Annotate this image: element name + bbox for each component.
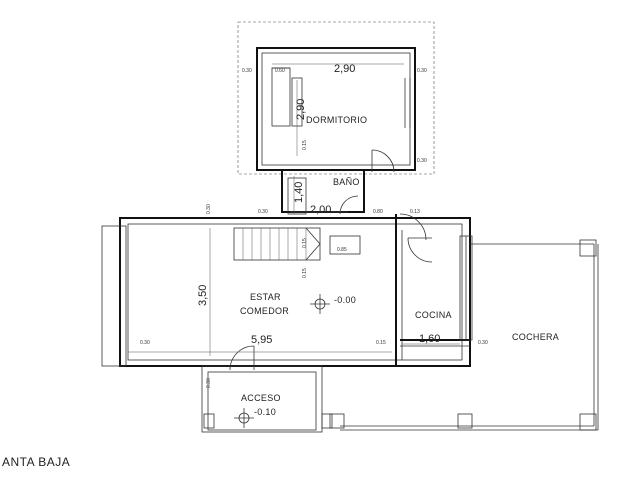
dimension-bano-width: 2,00 bbox=[310, 204, 331, 216]
room-label-acceso: ACCESO bbox=[241, 393, 281, 403]
thickness-label: 0.85 bbox=[337, 247, 347, 253]
room-label-bano: BAÑO bbox=[333, 177, 360, 187]
thickness-label: 0.30 bbox=[242, 68, 252, 74]
dimension-bano-depth: 1,40 bbox=[293, 182, 305, 203]
room-label-cochera: COCHERA bbox=[512, 332, 559, 342]
thickness-label: 0.13 bbox=[410, 209, 420, 215]
thickness-label: 0.15 bbox=[302, 268, 308, 278]
thickness-label: 0.30 bbox=[417, 158, 427, 164]
door-swings bbox=[229, 213, 433, 371]
room-label-estar: ESTAR bbox=[250, 292, 281, 302]
room-label-dormitorio: DORMITORIO bbox=[306, 115, 367, 125]
dimension-estar-width: 5,95 bbox=[251, 334, 272, 346]
level-text-main: -0.00 bbox=[334, 295, 356, 305]
room-label-cocina: COCINA bbox=[415, 310, 452, 320]
thickness-label: 0.30 bbox=[417, 68, 427, 74]
thickness-label: 0.30 bbox=[258, 209, 268, 215]
thickness-label: 0.30 bbox=[140, 340, 150, 346]
acceso-area bbox=[201, 365, 333, 433]
dimension-dorm-width: 2,90 bbox=[334, 63, 355, 75]
thickness-label: 0.30 bbox=[206, 378, 212, 388]
level-text-acceso: -0.10 bbox=[254, 407, 276, 417]
dimension-lines bbox=[128, 63, 460, 356]
dimension-dorm-depth: 2,90 bbox=[295, 99, 307, 120]
thickness-label: 0.15 bbox=[302, 140, 308, 150]
cochera-area bbox=[329, 239, 599, 431]
thickness-label: 0.80 bbox=[373, 209, 383, 215]
thickness-label: 0.60 bbox=[275, 68, 285, 74]
thickness-label: 0.30 bbox=[478, 340, 488, 346]
dimension-estar-height: 3,50 bbox=[197, 285, 209, 306]
thickness-label: 0.15 bbox=[376, 340, 386, 346]
house-walls bbox=[101, 214, 473, 367]
thickness-label: 0.15 bbox=[302, 238, 308, 248]
dimension-cocina-width: 1,60 bbox=[419, 333, 440, 345]
level-marker-main bbox=[310, 294, 330, 314]
stairs bbox=[233, 227, 361, 261]
plan-title: ANTA BAJA bbox=[2, 455, 70, 469]
thickness-label: 0.30 bbox=[206, 204, 212, 214]
room-label-comedor: COMEDOR bbox=[240, 306, 289, 316]
dormitorio-outline bbox=[237, 21, 435, 175]
level-marker-acceso bbox=[234, 408, 254, 428]
